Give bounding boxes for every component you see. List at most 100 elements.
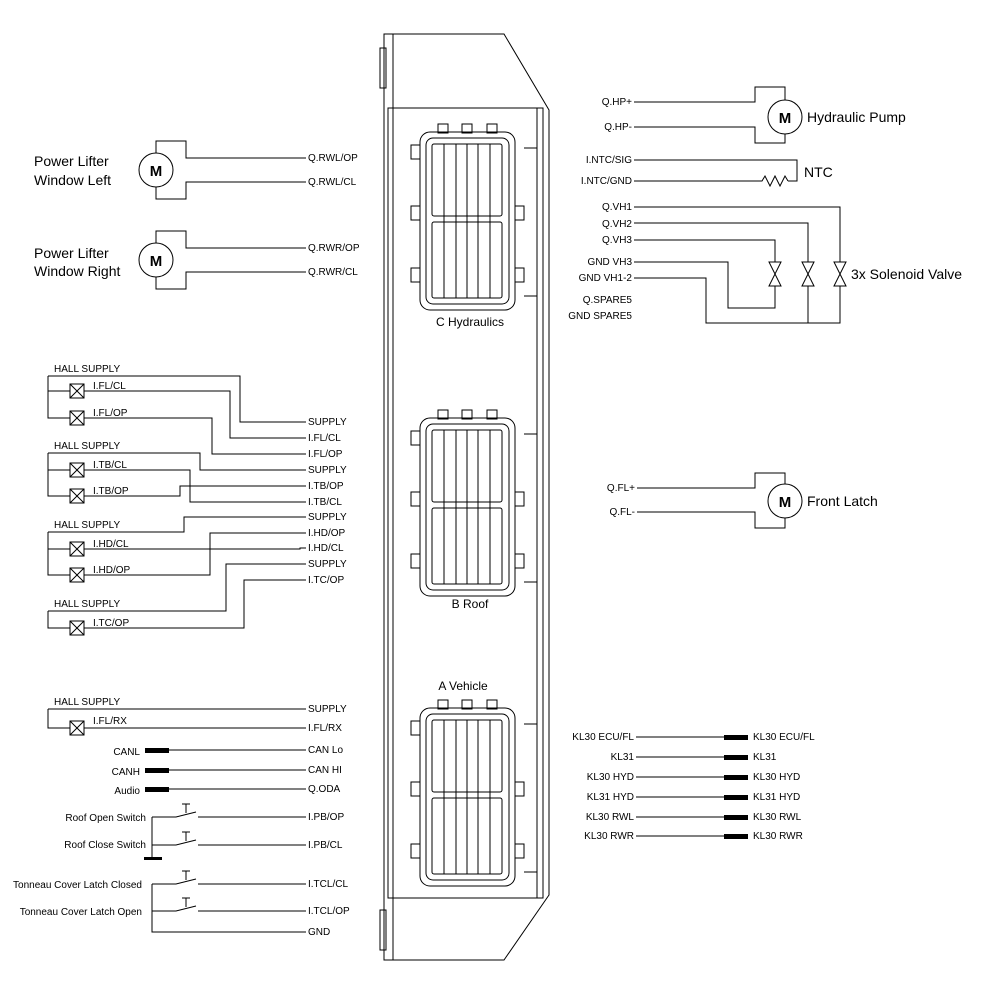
pin-kl30-rwr: KL30 RWR bbox=[584, 831, 634, 842]
canl-label: CANL bbox=[113, 747, 140, 758]
hall-supply-label-5: HALL SUPPLY bbox=[54, 697, 120, 708]
power-lifter-window-left: Power Lifter Window Left M Q.RWL/OP Q.RW… bbox=[34, 140, 358, 200]
ntc-resistor-icon bbox=[634, 174, 789, 188]
canh-label: CANH bbox=[112, 767, 140, 778]
pin-supply-5: SUPPLY bbox=[308, 704, 347, 715]
kl31-hyd-connector bbox=[724, 795, 748, 800]
sensor-hd-op-label: I.HD/OP bbox=[93, 565, 131, 576]
pin-i-pb-cl: I.PB/CL bbox=[308, 840, 343, 851]
pin-q-hp-minus: Q.HP- bbox=[604, 122, 632, 133]
pin-kl31: KL31 bbox=[611, 752, 635, 763]
rwl-label-line1: Power Lifter bbox=[34, 153, 109, 169]
tonneau-open-label: Tonneau Cover Latch Open bbox=[20, 907, 142, 918]
pin-gnd: GND bbox=[308, 927, 330, 938]
kl30-ecu-fl-connector bbox=[724, 735, 748, 740]
pin-kl30-hyd: KL30 HYD bbox=[587, 772, 634, 783]
pin-supply-2: SUPPLY bbox=[308, 465, 347, 476]
pin-i-hd-op: I.HD/OP bbox=[308, 528, 346, 539]
pin-can-hi: CAN HI bbox=[308, 765, 342, 776]
kl30-rwr-label: KL30 RWR bbox=[753, 831, 803, 842]
sensor-fl-rx-label: I.FL/RX bbox=[93, 716, 127, 727]
kl30-ecu-fl-label: KL30 ECU/FL bbox=[753, 732, 815, 743]
rwr-label-line1: Power Lifter bbox=[34, 245, 109, 261]
solenoid-valve-label: 3x Solenoid Valve bbox=[851, 266, 962, 282]
pin-kl31-hyd: KL31 HYD bbox=[587, 792, 634, 803]
pin-kl30-ecu-fl: KL30 ECU/FL bbox=[572, 732, 634, 743]
hydraulic-pump: Q.HP+ Q.HP- M Hydraulic Pump bbox=[602, 86, 906, 144]
sensor-tb-cl-label: I.TB/CL bbox=[93, 460, 127, 471]
pin-q-rwr-cl: Q.RWR/CL bbox=[308, 267, 358, 278]
audio-label: Audio bbox=[114, 786, 140, 797]
pin-q-fl-minus: Q.FL- bbox=[609, 507, 635, 518]
pin-kl30-rwl: KL30 RWL bbox=[586, 812, 635, 823]
connector-a bbox=[410, 699, 538, 887]
canh-connector bbox=[145, 768, 169, 773]
pin-supply-3: SUPPLY bbox=[308, 512, 347, 523]
motor-rwr-symbol: M bbox=[150, 253, 163, 270]
pin-i-ntc-sig: I.NTC/SIG bbox=[586, 155, 632, 166]
pin-i-tb-cl: I.TB/CL bbox=[308, 497, 342, 508]
rwl-label-line2: Window Left bbox=[34, 172, 111, 188]
sensor-tc-op-label: I.TC/OP bbox=[93, 618, 129, 629]
sensor-fl-op-label: I.FL/OP bbox=[93, 408, 128, 419]
pin-i-pb-op: I.PB/OP bbox=[308, 812, 344, 823]
canl-connector bbox=[145, 748, 169, 753]
pin-supply-4: SUPPLY bbox=[308, 559, 347, 570]
front-latch-label: Front Latch bbox=[807, 493, 878, 509]
pin-q-hp-plus: Q.HP+ bbox=[602, 97, 632, 108]
pin-gnd-vh12: GND VH1-2 bbox=[579, 273, 633, 284]
sensor-fl-cl-label: I.FL/CL bbox=[93, 381, 126, 392]
switches: Roof Open Switch Roof Close Switch I.PB/… bbox=[13, 803, 350, 938]
pin-supply-1: SUPPLY bbox=[308, 417, 347, 428]
connector-b: B Roof bbox=[410, 409, 538, 611]
pin-i-fl-op: I.FL/OP bbox=[308, 449, 343, 460]
kl31-label: KL31 bbox=[753, 752, 777, 763]
hall-supply-label-2: HALL SUPPLY bbox=[54, 441, 120, 452]
kl30-hyd-label: KL30 HYD bbox=[753, 772, 800, 783]
roof-open-switch-label: Roof Open Switch bbox=[65, 813, 146, 824]
pin-i-tcl-cl: I.TCL/CL bbox=[308, 879, 348, 890]
pin-q-vh3: Q.VH3 bbox=[602, 235, 632, 246]
pin-q-rwr-op: Q.RWR/OP bbox=[308, 243, 360, 254]
pin-q-rwl-op: Q.RWL/OP bbox=[308, 153, 358, 164]
pin-i-tb-op: I.TB/OP bbox=[308, 481, 344, 492]
hall-supply-label-4: HALL SUPPLY bbox=[54, 599, 120, 610]
motor-latch-icon bbox=[767, 483, 803, 519]
sensor-tb-op-label: I.TB/OP bbox=[93, 486, 129, 497]
tonneau-closed-label: Tonneau Cover Latch Closed bbox=[13, 880, 142, 891]
pin-can-lo: CAN Lo bbox=[308, 745, 343, 756]
can-audio: CANL CAN Lo CANH CAN HI Audio Q.ODA bbox=[112, 745, 344, 797]
power-supply: KL30 ECU/FL KL30 ECU/FL KL31 KL31 KL30 H… bbox=[572, 732, 815, 842]
hall-sensors: HALL SUPPLY I.FL/CL I.FL/OP SUPPLY I.FL/… bbox=[47, 364, 347, 736]
solenoid-valves: Q.VH1 Q.VH2 Q.VH3 GND VH3 GND VH1-2 Q.SP… bbox=[568, 202, 962, 324]
pin-q-fl-plus: Q.FL+ bbox=[607, 483, 635, 494]
pin-i-fl-rx: I.FL/RX bbox=[308, 723, 342, 734]
motor-rwl-symbol: M bbox=[150, 163, 163, 180]
connector-a-label: A Vehicle bbox=[438, 679, 488, 693]
power-lifter-window-right: Power Lifter Window Right M Q.RWR/OP Q.R… bbox=[34, 230, 360, 290]
pin-gnd-spare5: GND SPARE5 bbox=[568, 311, 632, 322]
hall-supply-label-1: HALL SUPPLY bbox=[54, 364, 120, 375]
pin-i-fl-cl: I.FL/CL bbox=[308, 433, 341, 444]
connector-b-label: B Roof bbox=[452, 597, 489, 611]
motor-pump-symbol: M bbox=[779, 110, 792, 127]
pin-q-vh1: Q.VH1 bbox=[602, 202, 632, 213]
connector-c-label: C Hydraulics bbox=[436, 315, 504, 329]
pin-q-vh2: Q.VH2 bbox=[602, 219, 632, 230]
pin-gnd-vh3: GND VH3 bbox=[588, 257, 633, 268]
motor-latch-symbol: M bbox=[779, 494, 792, 511]
pin-i-hd-cl: I.HD/CL bbox=[308, 543, 344, 554]
ground-symbol bbox=[144, 857, 162, 860]
hydraulic-pump-label: Hydraulic Pump bbox=[807, 109, 906, 125]
motor-pump-icon bbox=[767, 99, 803, 135]
audio-connector bbox=[145, 787, 169, 792]
pin-i-tcl-op: I.TCL/OP bbox=[308, 906, 350, 917]
sensor-hd-cl-label: I.HD/CL bbox=[93, 539, 129, 550]
kl31-hyd-label: KL31 HYD bbox=[753, 792, 800, 803]
solenoid-valve-3-icon bbox=[833, 261, 847, 287]
pin-q-rwl-cl: Q.RWL/CL bbox=[308, 177, 357, 188]
kl30-rwr-connector bbox=[724, 834, 748, 839]
rwr-label-line2: Window Right bbox=[34, 263, 120, 279]
solenoid-valve-2-icon bbox=[801, 261, 815, 287]
